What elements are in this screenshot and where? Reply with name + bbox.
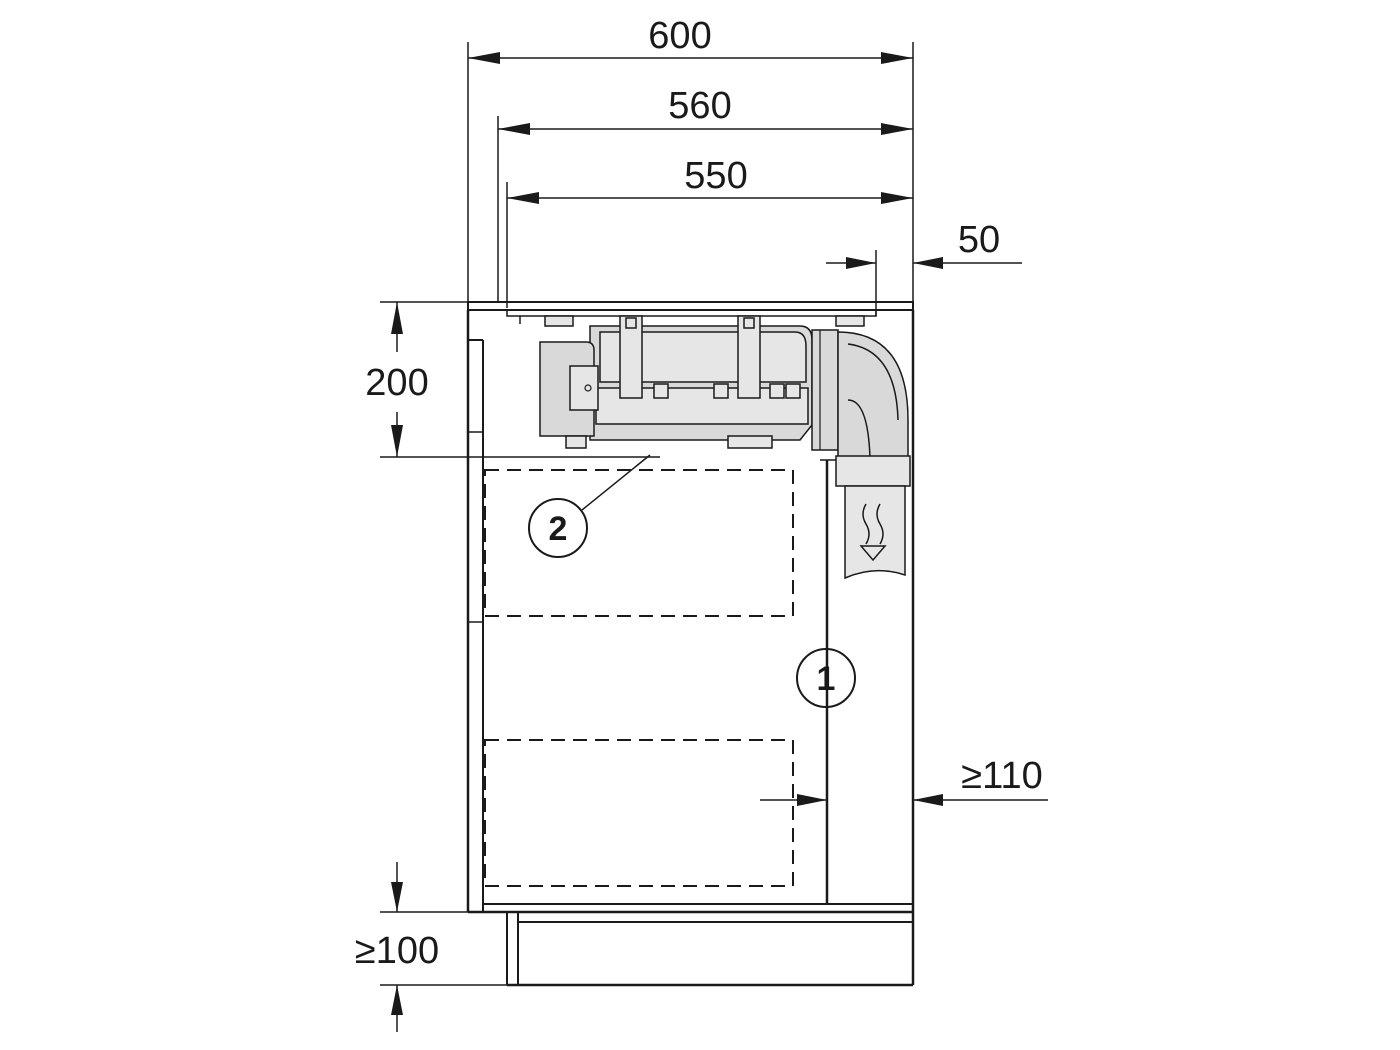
dimension-560: 560 <box>497 85 913 302</box>
callout-label-2: 2 <box>549 510 568 548</box>
dimension-label-200: 200 <box>365 362 428 404</box>
dimension-50: 50 <box>826 219 1022 316</box>
callout-1: 1 <box>796 648 856 708</box>
dimension-550: 550 <box>506 155 913 308</box>
dimension-label-560: 560 <box>668 85 731 127</box>
dimension-100: ≥100 <box>355 862 507 1032</box>
callout-2: 2 <box>528 454 651 558</box>
hob-extractor-unit <box>506 309 911 580</box>
kitchen-cabinet <box>466 301 915 987</box>
dimension-label-110: ≥110 <box>961 755 1042 797</box>
dimension-label-600: 600 <box>648 15 711 57</box>
dimension-label-50: 50 <box>958 219 1000 261</box>
drawer-upper <box>484 469 794 617</box>
drawer-lower <box>484 739 794 887</box>
dimension-label-100: ≥100 <box>355 930 439 972</box>
dimension-label-550: 550 <box>684 155 747 197</box>
callout-label-1: 1 <box>817 660 836 698</box>
dimension-600: 600 <box>467 15 914 302</box>
dimension-200: 200 <box>365 301 660 458</box>
dimension-110: ≥110 <box>760 755 1048 806</box>
